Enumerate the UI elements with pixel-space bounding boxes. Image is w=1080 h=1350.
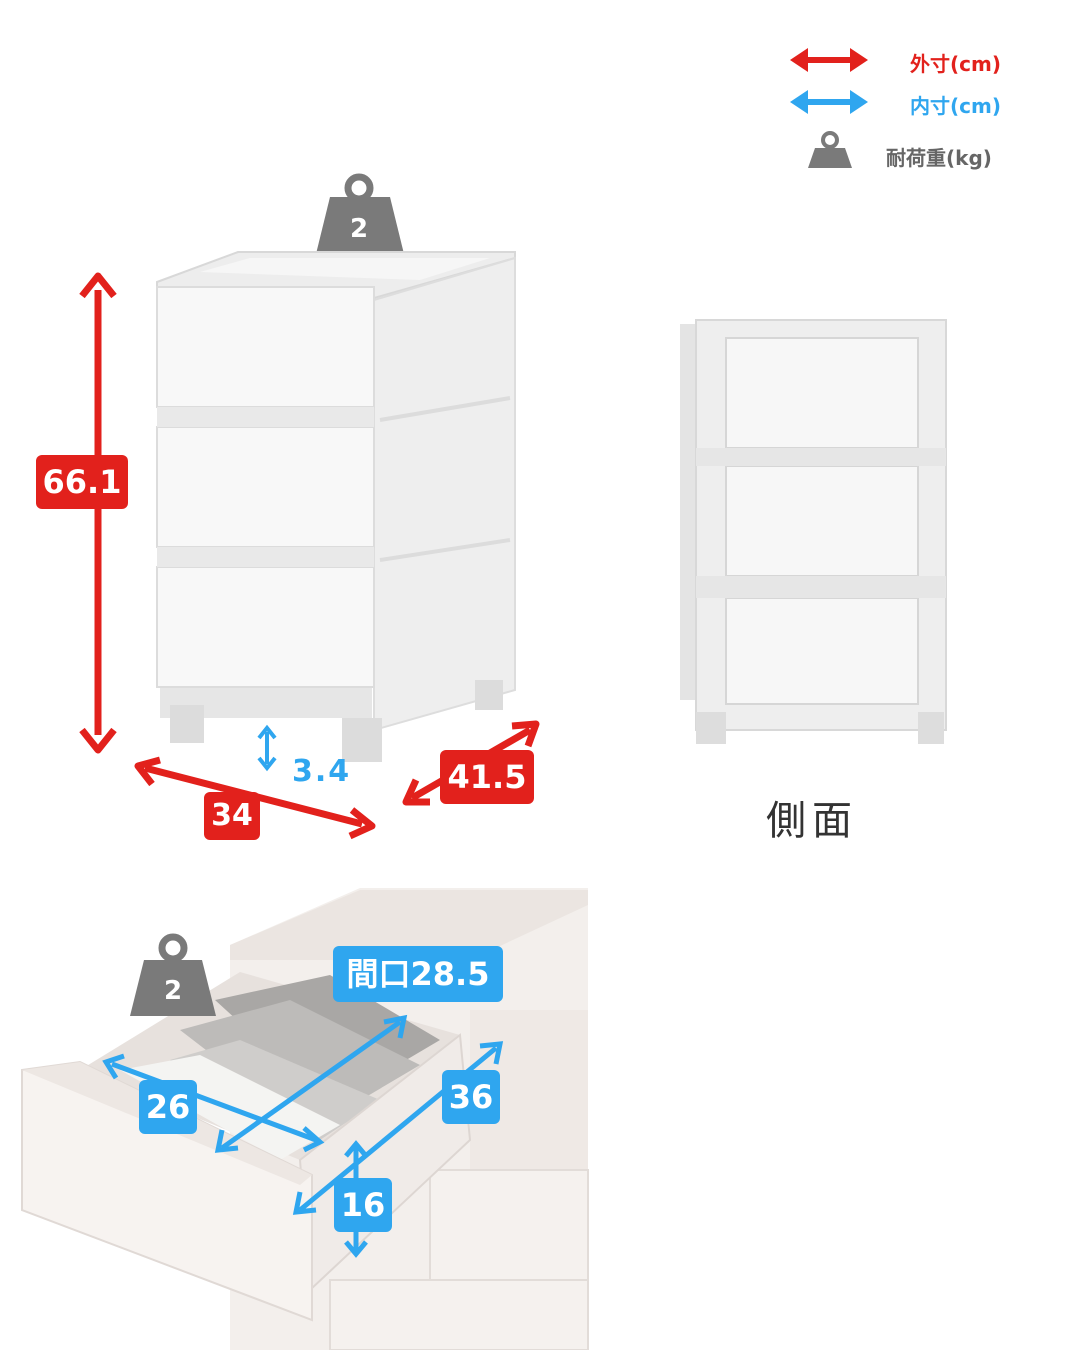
leg-clearance-arrow-icon <box>257 724 277 772</box>
top-load-weight-icon <box>316 173 404 254</box>
inner-dimension-arrow-icon <box>790 90 868 114</box>
height-arrow-icon <box>79 272 117 754</box>
opening-arrow-icon <box>214 1014 408 1153</box>
leg-clearance-value: 3.4 <box>292 754 352 789</box>
inner-width-badge: 26 <box>139 1080 197 1134</box>
weight-icon <box>808 131 852 168</box>
drawer-load-value: 2 <box>163 976 183 1006</box>
outer-dimension-arrow-icon <box>790 48 868 72</box>
legend-inner-label: 内寸(cm) <box>910 94 1001 118</box>
front-view-graphics <box>79 173 540 840</box>
legend-load-label: 耐荷重(kg) <box>886 146 992 170</box>
drawer-chest-side-image <box>680 319 947 744</box>
side-view-caption: 側面 <box>766 798 858 844</box>
legend-graphics <box>790 48 868 168</box>
width-badge: 34 <box>204 792 260 840</box>
height-badge: 66.1 <box>36 455 128 509</box>
inner-depth-badge: 36 <box>442 1070 500 1124</box>
legend-outer-label: 外寸(cm) <box>910 52 1001 76</box>
inner-width-arrow-icon <box>102 1053 325 1153</box>
depth-badge: 41.5 <box>440 750 534 804</box>
drawer-chest-front-image <box>156 251 516 762</box>
inner-height-badge: 16 <box>334 1178 392 1232</box>
drawer-load-weight-icon <box>130 933 216 1016</box>
open-drawer-image <box>21 888 589 1350</box>
top-load-value: 2 <box>349 214 369 244</box>
side-view-graphics <box>680 319 947 744</box>
opening-badge: 間口28.5 <box>333 946 503 1002</box>
